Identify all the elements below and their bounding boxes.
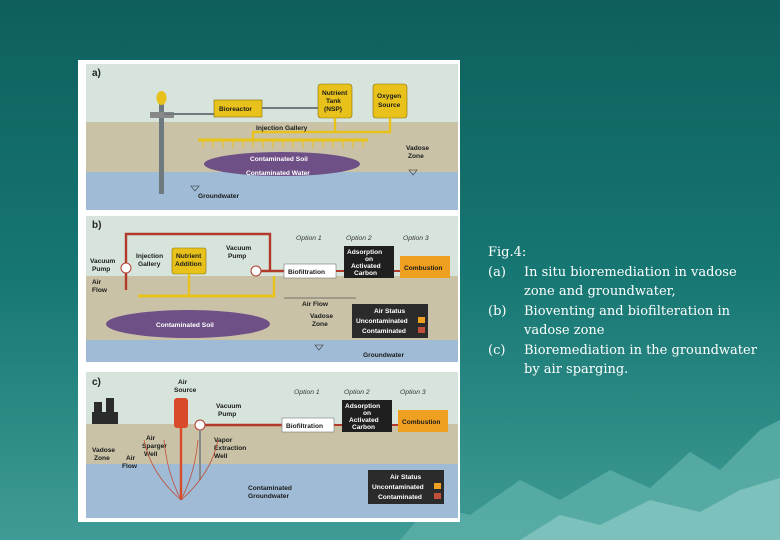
- air-status-c: Air Status: [390, 474, 421, 481]
- option2-b: Option 2: [346, 235, 372, 242]
- vadose-zone-a-line2: Zone: [408, 153, 424, 160]
- figure-caption: Fig.4: (a) In situ bioremediation in vad…: [488, 243, 758, 380]
- air-flow-left-line1: Air: [92, 279, 102, 286]
- air-flow-left-line2: Flow: [92, 287, 108, 294]
- vacuum-pump-right-line2: Pump: [228, 253, 246, 260]
- panel-c: c) Air Source Vacuum Pump Option 1 Optio…: [86, 372, 458, 518]
- caption-item-b: (b) Bioventing and biofilteration in vad…: [488, 302, 758, 341]
- nutrient-tank-line3: (NSP): [324, 106, 342, 113]
- air-sparger-line3: Well: [144, 451, 158, 458]
- oxygen-source-line2: Source: [378, 102, 401, 109]
- caption-item-a: (a) In situ bioremediation in vadose zon…: [488, 263, 758, 302]
- combustion-c: Combustion: [402, 419, 440, 426]
- uncontaminated-c: Uncontaminated: [372, 484, 424, 491]
- contaminated-soil-label-b: Contaminated Soil: [156, 322, 214, 329]
- biofiltration-b: Biofiltration: [288, 269, 325, 276]
- vacuum-pump-right-line1: Vacuum: [226, 245, 251, 252]
- contaminated-b: Contaminated: [362, 328, 406, 335]
- contaminated-groundwater-line2: Groundwater: [248, 493, 289, 500]
- adsorption-c-line1: Adsorption: [345, 403, 380, 410]
- panel-c-label: c): [92, 377, 101, 388]
- adsorption-c-line2: on: [363, 410, 371, 417]
- air-status-b: Air Status: [374, 308, 405, 315]
- uncontaminated-b: Uncontaminated: [356, 318, 408, 325]
- adsorption-c-line4: Carbon: [352, 424, 375, 431]
- vacuum-pump-left-line1: Vacuum: [90, 258, 115, 265]
- air-flow-c-line2: Flow: [122, 463, 138, 470]
- vapor-extraction-line2: Extraction: [214, 445, 246, 452]
- adsorption-c-line3: Activated: [349, 417, 379, 424]
- air-source-line2: Source: [174, 387, 197, 394]
- caption-item-c: (c) Bioremediation in the groundwater by…: [488, 341, 758, 380]
- combustion-b: Combustion: [404, 265, 442, 272]
- vapor-extraction-line1: Vapor: [214, 437, 233, 444]
- air-sparger-line2: Sparger: [142, 443, 167, 450]
- contaminated-water-label: Contaminated Water: [246, 170, 310, 177]
- panel-a: a) Bioreactor Nutrient Tank (NSP) Oxygen…: [86, 64, 458, 210]
- adsorption-b-line4: Carbon: [354, 270, 377, 277]
- vacuum-pump-c-line1: Vacuum: [216, 403, 241, 410]
- bioreactor-label: Bioreactor: [219, 106, 252, 113]
- caption-title: Fig.4:: [488, 245, 527, 260]
- vadose-zone-c-line2: Zone: [94, 455, 110, 462]
- vacuum-pump-c-line2: Pump: [218, 411, 236, 418]
- injection-gallery-b-line1: Injection: [136, 253, 163, 260]
- bioremediation-figure: a) Bioreactor Nutrient Tank (NSP) Oxygen…: [78, 60, 460, 522]
- caption-item-b-key: (b): [488, 303, 507, 319]
- vadose-zone-b-line1: Vadose: [310, 313, 333, 320]
- caption-item-c-key: (c): [488, 342, 506, 358]
- caption-item-a-text: In situ bioremediation in vadose zone an…: [524, 264, 737, 300]
- groundwater-label-b: Groundwater: [363, 352, 404, 359]
- vadose-zone-a-line1: Vadose: [406, 145, 429, 152]
- injection-gallery-b-line2: Gallery: [138, 261, 161, 268]
- panel-b-label: b): [92, 220, 101, 231]
- caption-item-b-text: Bioventing and biofilteration in vadose …: [524, 303, 730, 339]
- adsorption-b-line2: on: [365, 256, 373, 263]
- vapor-extraction-line3: Well: [214, 453, 228, 460]
- nutrient-tank-line2: Tank: [326, 98, 341, 105]
- nutrient-addition-line2: Addition: [175, 261, 202, 268]
- option1-c: Option 1: [294, 389, 320, 396]
- option2-c: Option 2: [344, 389, 370, 396]
- air-flow-b: Air Flow: [302, 301, 329, 308]
- adsorption-b-line3: Activated: [351, 263, 381, 270]
- option3-b: Option 3: [403, 235, 429, 242]
- vadose-zone-b-line2: Zone: [312, 321, 328, 328]
- injection-gallery-label: Injection Gallery: [256, 125, 308, 132]
- contaminated-groundwater-line1: Contaminated: [248, 485, 292, 492]
- vacuum-pump-left-line2: Pump: [92, 266, 110, 273]
- adsorption-b-line1: Adsorption: [347, 249, 382, 256]
- oxygen-source-line1: Oxygen: [377, 93, 401, 100]
- air-sparger-line1: Air: [146, 435, 156, 442]
- air-flow-c-line1: Air: [126, 455, 136, 462]
- caption-item-a-key: (a): [488, 264, 506, 280]
- biofiltration-c: Biofiltration: [286, 423, 323, 430]
- groundwater-label-a: Groundwater: [198, 193, 239, 200]
- contaminated-soil-label-a: Contaminated Soil: [250, 156, 308, 163]
- vadose-zone-c-line1: Vadose: [92, 447, 115, 454]
- option1-b: Option 1: [296, 235, 322, 242]
- panel-b: b) Vacuum Pump Injection Gallery Nutrien…: [86, 216, 458, 362]
- caption-item-c-text: Bioremediation in the groundwater by air…: [524, 342, 757, 378]
- nutrient-addition-line1: Nutrient: [176, 253, 202, 260]
- nutrient-tank-line1: Nutrient: [322, 90, 348, 97]
- option3-c: Option 3: [400, 389, 426, 396]
- contaminated-c: Contaminated: [378, 494, 422, 501]
- air-source-line1: Air: [178, 379, 188, 386]
- panel-a-label: a): [92, 68, 101, 79]
